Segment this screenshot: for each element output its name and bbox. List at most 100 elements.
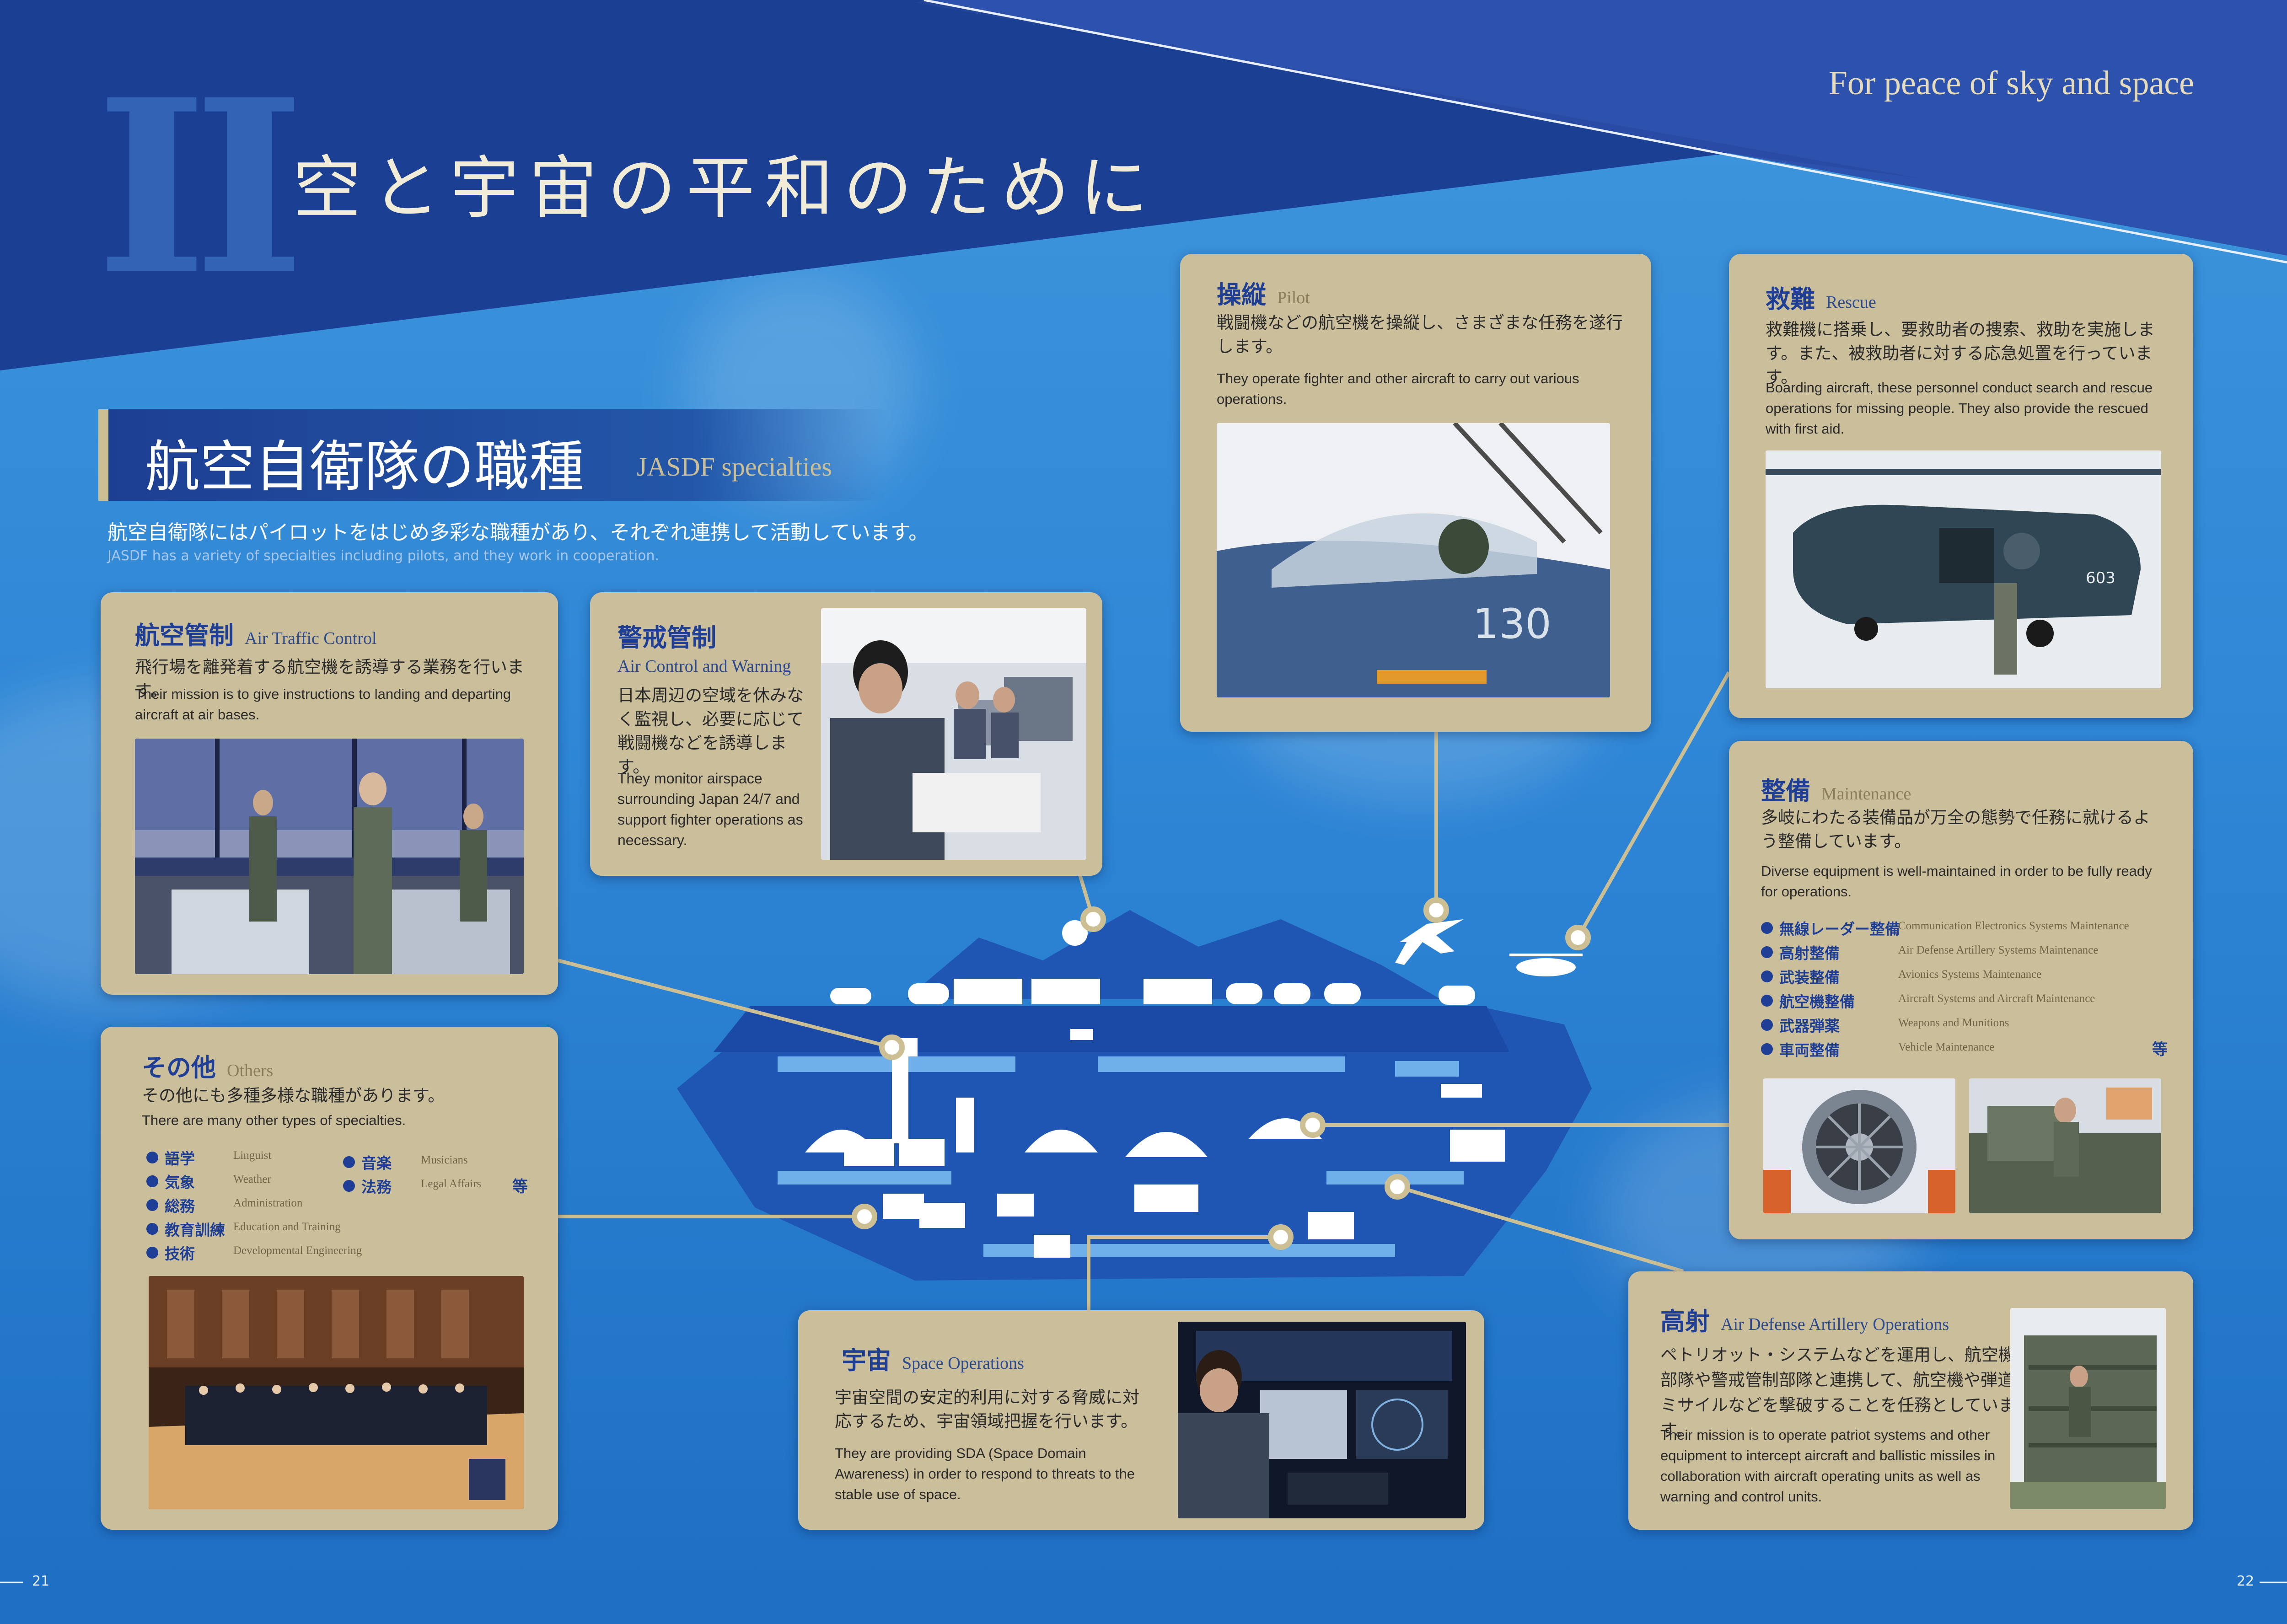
bullet-icon bbox=[1761, 970, 1773, 982]
etc-mark: 等 bbox=[2152, 1040, 2168, 1059]
card-title-en: Rescue bbox=[1826, 293, 1876, 312]
card-heading: 整備 Maintenance bbox=[1761, 771, 1911, 807]
card-description-en: Boarding aircraft, these personnel condu… bbox=[1766, 380, 2153, 437]
bullet-icon bbox=[146, 1175, 158, 1187]
heli-number: 603 bbox=[2086, 569, 2115, 587]
card-heading: 操縦 Pilot bbox=[1217, 274, 1310, 311]
bullet-icon bbox=[343, 1180, 355, 1192]
photo-space-operations-room bbox=[1178, 1322, 1466, 1518]
page-subtitle: For peace of sky and space bbox=[1828, 64, 2194, 102]
card-heading: 高射 Air Defense Artillery Operations bbox=[1660, 1301, 1949, 1337]
card-title: その他 bbox=[142, 1053, 216, 1082]
bullet-icon bbox=[1761, 1019, 1773, 1031]
card-title-en: Space Operations bbox=[902, 1354, 1024, 1373]
card-title: 航空管制 bbox=[135, 621, 234, 650]
card-description-en: They monitor airspace surrounding Japan … bbox=[617, 770, 803, 848]
card-description-en: They operate fighter and other aircraft … bbox=[1217, 370, 1579, 407]
card-description: 救難機に搭乗し、要救助者の捜索、救助を実施します。また、被救助者に対する応急処置… bbox=[1766, 320, 2155, 387]
card-air-defense-artillery: 高射 Air Defense Artillery Operations ペトリオッ… bbox=[1628, 1271, 2193, 1530]
card-heading: 宇宙 Space Operations bbox=[842, 1340, 1024, 1376]
card-description: 宇宙空間の安定的利用に対する脅威に対応するため、宇宙領域把握を行います。 bbox=[835, 1388, 1139, 1431]
chapter-numeral: II bbox=[96, 48, 305, 327]
card-description-en: Diverse equipment is well-maintained in … bbox=[1761, 863, 2152, 900]
bullet-icon bbox=[1761, 946, 1773, 958]
photo-fighter-cockpit: 130 bbox=[1217, 423, 1610, 697]
card-description-en: They are providing SDA (Space Domain Awa… bbox=[835, 1445, 1135, 1502]
card-title-en: Air Control and Warning bbox=[617, 657, 791, 676]
card-description-en: Their mission is to operate patriot syst… bbox=[1660, 1427, 1996, 1505]
section-title-en: JASDF specialties bbox=[637, 452, 832, 482]
section-banner: 航空自衛隊の職種 JASDF specialties bbox=[98, 409, 886, 501]
bullet-icon bbox=[1761, 922, 1773, 934]
card-description: ペトリオット・システムなどを運用し、航空機部隊や警戒管制部隊と連携して、航空機や… bbox=[1660, 1345, 2015, 1440]
card-heading: 救難 Rescue bbox=[1766, 279, 1876, 315]
card-air-traffic-control: 航空管制 Air Traffic Control 飛行場を離発着する航空機を誘導す… bbox=[101, 592, 558, 995]
photo-patriot-system bbox=[2010, 1308, 2166, 1509]
card-description: 日本周辺の空域を休みなく監視し、必要に応じて戦闘機などを誘導します。 bbox=[617, 686, 804, 777]
photo-vehicle-maintenance bbox=[1969, 1078, 2161, 1213]
section-title: 航空自衛隊の職種 bbox=[145, 435, 584, 499]
card-title-en: Pilot bbox=[1277, 288, 1310, 307]
section-intro-en: JASDF has a variety of specialties inclu… bbox=[107, 548, 660, 564]
photo-rescue-helicopter: 603 bbox=[1766, 450, 2161, 688]
card-title: 宇宙 bbox=[842, 1345, 891, 1375]
card-title: 操縦 bbox=[1217, 280, 1266, 309]
card-title-en: Air Defense Artillery Operations bbox=[1721, 1315, 1949, 1334]
page-title: 空と宇宙の平和のために bbox=[293, 149, 1159, 228]
card-description: 飛行場を離発着する航空機を誘導する業務を行います。 bbox=[135, 657, 524, 701]
card-description: 戦闘機などの航空機を操縦し、さまざまな任務を遂行します。 bbox=[1217, 313, 1623, 356]
card-title: 高射 bbox=[1660, 1307, 1710, 1336]
card-others: その他 Others その他にも多種多様な職種があります。 There are m… bbox=[101, 1027, 558, 1530]
photo-control-tower bbox=[135, 739, 524, 974]
card-title-en: Air Traffic Control bbox=[245, 629, 377, 648]
card-maintenance: 整備 Maintenance 多岐にわたる装備品が万全の態勢で任務に就けるよう整備… bbox=[1729, 741, 2193, 1239]
card-heading: 警戒管制 Air Control and Warning bbox=[617, 617, 791, 676]
card-description: その他にも多種多様な職種があります。 bbox=[142, 1086, 445, 1105]
section-intro: 航空自衛隊にはパイロットをはじめ多彩な職種があり、それぞれ連携して活動しています… bbox=[107, 521, 929, 544]
bullet-icon bbox=[146, 1247, 158, 1259]
card-title-en: Others bbox=[227, 1061, 274, 1080]
bullet-icon bbox=[146, 1152, 158, 1163]
photo-band-concert bbox=[149, 1276, 524, 1509]
photo-engine-maintenance bbox=[1763, 1078, 1955, 1213]
card-title: 警戒管制 bbox=[617, 623, 716, 652]
jet-tail-number: 130 bbox=[1473, 600, 1552, 648]
bullet-icon bbox=[1761, 995, 1773, 1007]
card-heading: その他 Others bbox=[142, 1047, 273, 1083]
bullet-icon bbox=[1761, 1043, 1773, 1055]
card-air-control-warning: 警戒管制 Air Control and Warning 日本周辺の空域を休みな… bbox=[590, 592, 1102, 876]
card-space-operations: 宇宙 Space Operations 宇宙空間の安定的利用に対する脅威に対応する… bbox=[798, 1310, 1484, 1530]
card-title: 整備 bbox=[1761, 776, 1810, 805]
card-heading: 航空管制 Air Traffic Control bbox=[135, 615, 377, 651]
bullet-icon bbox=[146, 1223, 158, 1235]
card-pilot: 操縦 Pilot 戦闘機などの航空機を操縦し、さまざまな任務を遂行します。 The… bbox=[1180, 254, 1651, 732]
etc-mark: 等 bbox=[512, 1178, 528, 1196]
card-description-en: There are many other types of specialtie… bbox=[142, 1112, 406, 1128]
card-title-en: Maintenance bbox=[1821, 784, 1911, 804]
bullet-icon bbox=[146, 1199, 158, 1211]
photo-control-room bbox=[821, 608, 1086, 860]
page-number-left: 21 bbox=[32, 1573, 50, 1589]
card-description-en: Their mission is to give instructions to… bbox=[135, 686, 511, 723]
page-number-right: 22 bbox=[2237, 1573, 2255, 1589]
card-description: 多岐にわたる装備品が万全の態勢で任務に就けるよう整備しています。 bbox=[1761, 808, 2150, 851]
card-title: 救難 bbox=[1766, 284, 1815, 314]
bullet-icon bbox=[343, 1156, 355, 1168]
